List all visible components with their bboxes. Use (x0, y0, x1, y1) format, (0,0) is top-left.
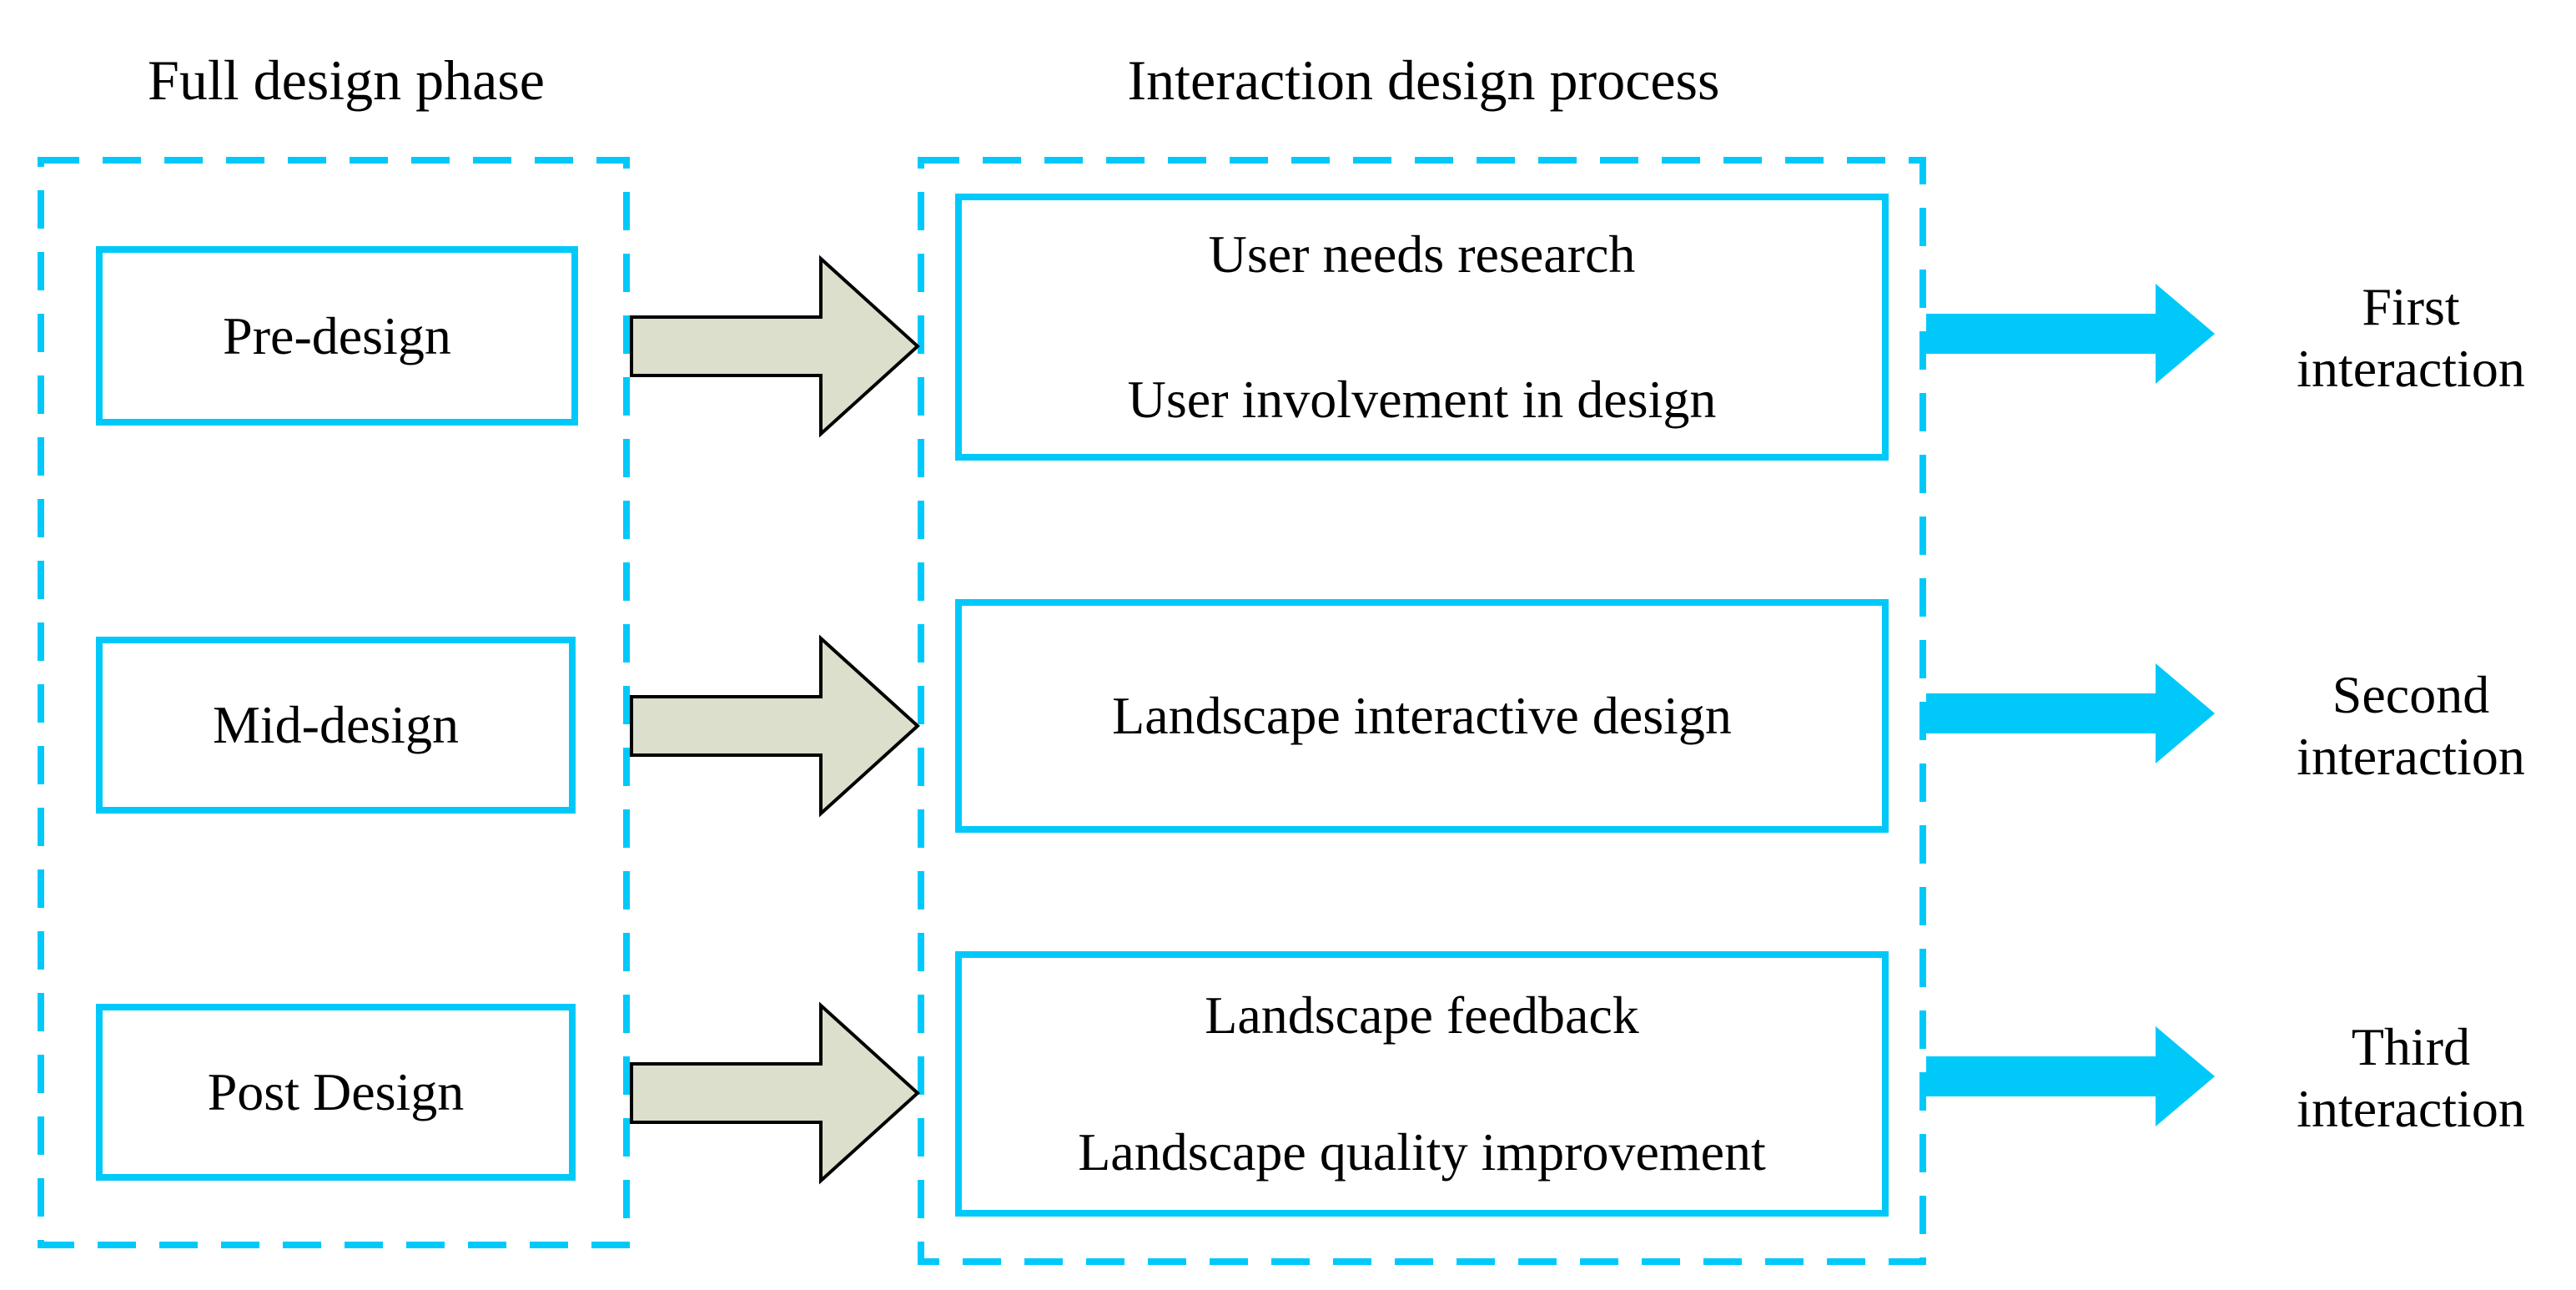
process-box-landscape-interactive-design: Landscape interactive design (955, 599, 1889, 833)
process-box-line: Landscape quality improvement (1078, 1122, 1766, 1182)
first-interaction-label: First interaction (2236, 276, 2576, 400)
interaction-label-line: Second (2332, 665, 2490, 724)
interaction-design-process-dashed-container (918, 157, 1926, 1265)
process-box-line: User involvement in design (1127, 370, 1717, 429)
process-box-line: Landscape interactive design (1112, 686, 1732, 745)
phase-box-pre-design: Pre-design (96, 246, 578, 426)
process-box-landscape-feedback: Landscape feedback Landscape quality imp… (955, 951, 1889, 1217)
left-column-title: Full design phase (148, 48, 545, 112)
interaction-label-line: First (2362, 277, 2460, 336)
middle-column-title: Interaction design process (1127, 48, 1720, 112)
second-interaction-label: Second interaction (2236, 664, 2576, 788)
phase-box-post-design: Post Design (96, 1004, 576, 1181)
phase-box-label: Post Design (207, 1062, 465, 1121)
third-interaction-label: Third interaction (2236, 1016, 2576, 1140)
process-box-line: Landscape feedback (1205, 985, 1639, 1045)
flow-arrow-icon-post-design (630, 1001, 920, 1185)
phase-box-label: Pre-design (223, 305, 451, 365)
full-design-phase-dashed-container (38, 157, 630, 1248)
flow-arrow-icon-pre-design (630, 254, 920, 438)
interaction-arrow-icon-first (1926, 284, 2215, 384)
phase-box-label: Mid-design (212, 695, 460, 754)
process-box-line: User needs research (1208, 224, 1636, 284)
interaction-label-line: interaction (2297, 727, 2525, 786)
interaction-label-line: interaction (2297, 339, 2525, 398)
process-box-user-research: User needs research User involvement in … (955, 194, 1889, 461)
interaction-arrow-icon-third (1926, 1026, 2215, 1126)
interaction-arrow-icon-second (1926, 663, 2215, 763)
phase-box-mid-design: Mid-design (96, 637, 576, 814)
interaction-label-line: interaction (2297, 1079, 2525, 1138)
interaction-label-line: Third (2351, 1017, 2471, 1076)
flow-arrow-icon-mid-design (630, 634, 920, 818)
